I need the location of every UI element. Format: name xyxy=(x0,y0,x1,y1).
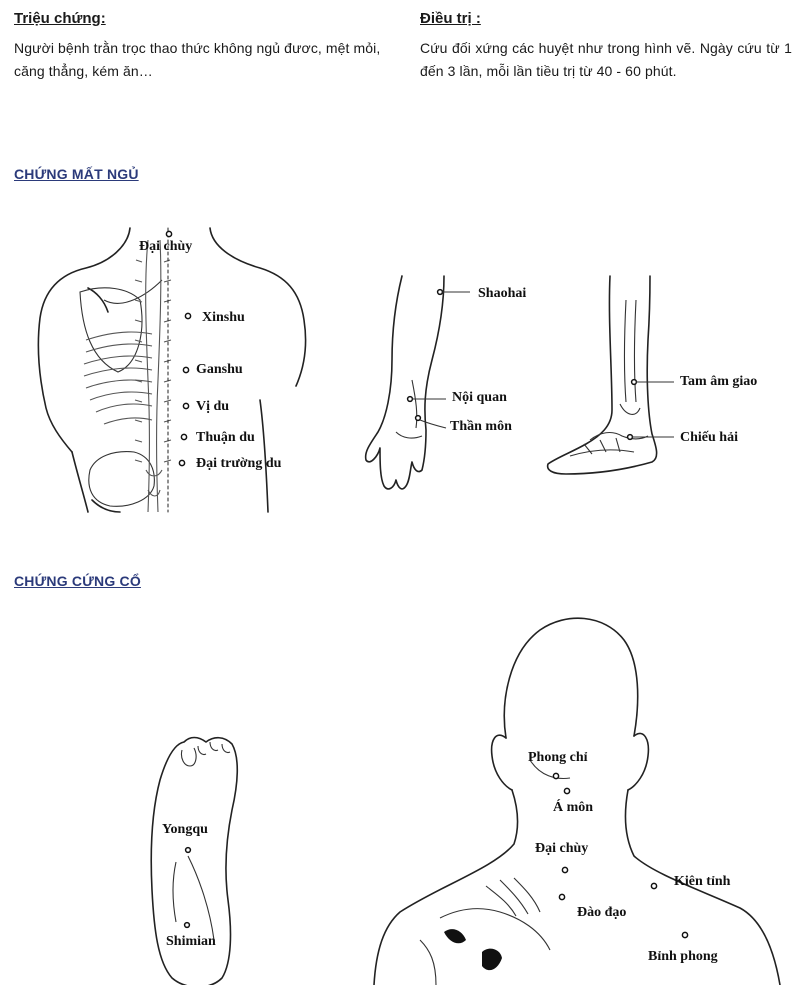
label-dai-chuy-neck: Đại chùy xyxy=(535,841,588,856)
symptoms-block: Triệu chứng: Người bệnh trằn trọc thao t… xyxy=(14,10,389,83)
label-vi-du: Vị du xyxy=(196,399,229,414)
label-kien-tinh: Kiên tỉnh xyxy=(674,874,731,889)
label-binh-phong: Bỉnh phong xyxy=(648,949,718,964)
label-yongqu: Yongqu xyxy=(162,822,208,837)
treatment-heading: Điều trị : xyxy=(420,10,481,27)
stiff-neck-title[interactable]: CHỨNG CỨNG CỔ xyxy=(14,573,141,589)
back-figure xyxy=(37,227,307,513)
symptoms-text: Người bệnh trằn trọc thao thức không ngủ… xyxy=(14,40,381,79)
label-thuan-du: Thuận du xyxy=(196,430,255,445)
label-phong-chi: Phong chỉ xyxy=(528,750,588,765)
leg-figure xyxy=(546,275,674,475)
symptoms-heading: Triệu chứng: xyxy=(14,10,106,27)
label-chieu-hai: Chiếu hải xyxy=(680,430,738,445)
label-xinshu: Xinshu xyxy=(202,310,245,325)
label-dai-truong-du: Đại trường du xyxy=(196,456,282,471)
treatment-block: Điều trị : Cứu đối xứng các huyệt như tr… xyxy=(420,10,792,83)
head-neck-figure xyxy=(373,617,781,985)
treatment-text: Cứu đối xứng các huyệt như trong hình vẽ… xyxy=(420,40,792,79)
label-tam-am-giao: Tam âm giao xyxy=(680,374,757,389)
label-dao-dao: Đào đạo xyxy=(577,905,626,920)
label-noi-quan: Nội quan xyxy=(452,390,507,405)
label-dai-chuy: Đại chùy xyxy=(139,239,192,254)
foot-sole-figure xyxy=(150,736,239,985)
label-than-mon: Thần môn xyxy=(450,419,512,434)
arm-figure xyxy=(364,275,470,490)
label-a-mon: Á môn xyxy=(553,798,593,815)
insomnia-title[interactable]: CHỨNG MẤT NGỦ xyxy=(14,166,139,182)
label-shimian: Shimian xyxy=(166,934,216,949)
label-shaohai: Shaohai xyxy=(478,286,526,301)
label-ganshu: Ganshu xyxy=(196,362,243,377)
